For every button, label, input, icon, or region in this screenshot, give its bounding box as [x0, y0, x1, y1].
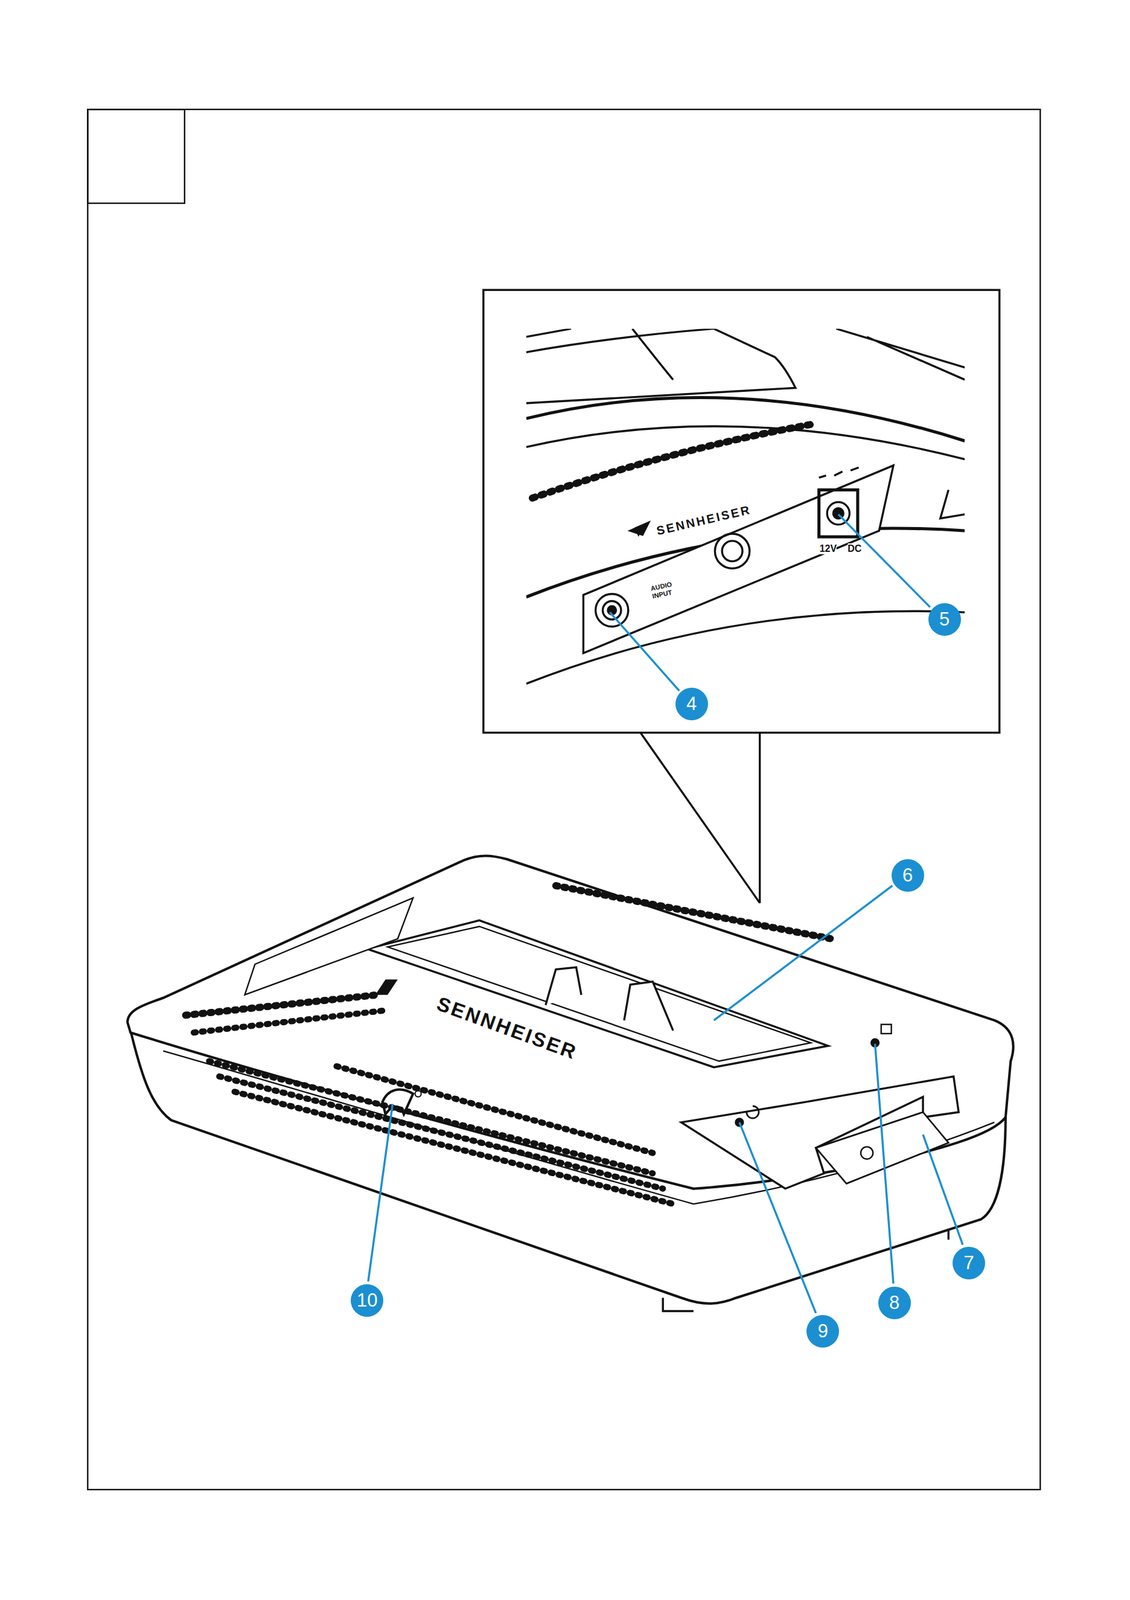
- leader-lines: [368, 514, 963, 1313]
- port-label: 12V: [819, 543, 837, 555]
- callout-number: 10: [350, 1283, 384, 1317]
- callout-number: 9: [806, 1314, 840, 1348]
- callout-number: 4: [675, 687, 709, 721]
- page-frame: [87, 109, 1041, 1490]
- callout-number: 8: [878, 1286, 911, 1319]
- logo-mark: [375, 979, 398, 995]
- callout-number: 5: [928, 603, 961, 636]
- inset-view: [483, 289, 1000, 903]
- base-station: [127, 855, 1013, 1312]
- callout-number: 6: [891, 858, 925, 892]
- callout-number: 7: [952, 1246, 986, 1280]
- vent-slots: [185, 885, 831, 1204]
- port-label: DC: [847, 543, 862, 555]
- logo-mark: [634, 522, 647, 537]
